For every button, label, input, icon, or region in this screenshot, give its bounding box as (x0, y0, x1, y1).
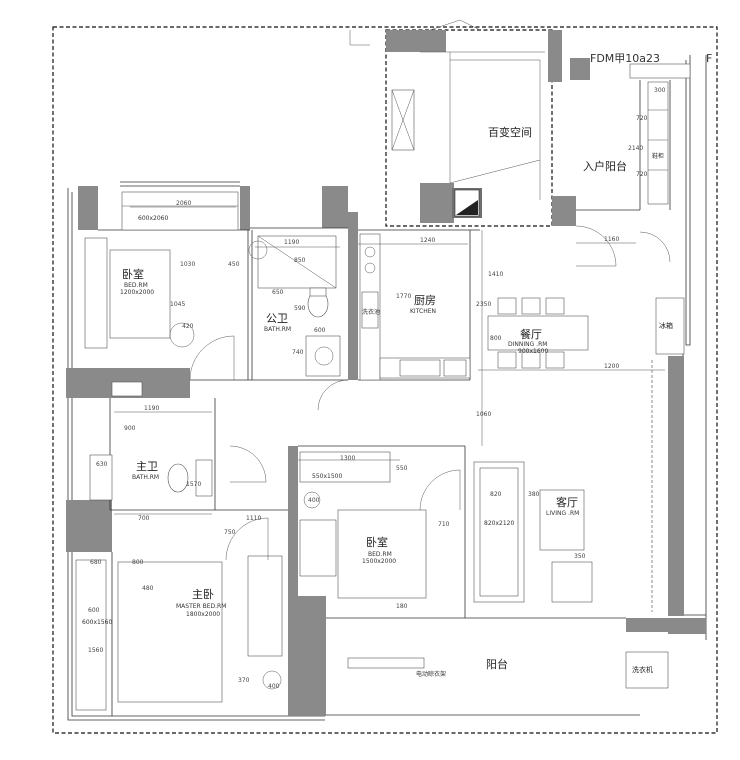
dimension-lines (114, 206, 665, 515)
dim: 800 (132, 559, 144, 566)
label-balcony: 阳台 (486, 657, 508, 671)
living-furniture (473, 360, 653, 612)
label-laundry: 洗衣机 (632, 665, 653, 674)
dim: 820 (490, 491, 502, 498)
label-wash-basin: 洗衣池 (362, 308, 380, 316)
label-fdm: FDM甲10a23 (590, 52, 660, 65)
label-bedroom-nw-size: 1200x2000 (120, 289, 154, 296)
dimension-numbers: 2060 1190 1030 450 1045 850 650 590 740 … (88, 87, 666, 690)
dim: 650 (272, 289, 284, 296)
dim: 550 (396, 465, 408, 472)
dim: 1560 (88, 647, 103, 654)
dim: 850 (294, 257, 306, 264)
dim: 2060 (176, 200, 191, 207)
door-swings (229, 225, 671, 483)
label-dining-cn: 餐厅 (520, 327, 542, 341)
label-flex-space: 百变空间 (488, 125, 532, 139)
dim: 590 (294, 305, 306, 312)
label-master-bath-en: BATH.RM (132, 474, 159, 481)
label-drying-rack: 电动晾衣架 (416, 670, 446, 678)
dim: 740 (292, 349, 304, 356)
flex-space (391, 51, 545, 200)
label-wardrobe-a: 600x1560 (82, 619, 112, 626)
label-master-en: MASTER BED.RM (176, 603, 226, 610)
dim: 1240 (420, 237, 435, 244)
dim: 450 (228, 261, 240, 268)
dim: 300 (654, 87, 666, 94)
dim: 1770 (396, 293, 411, 300)
label-fdm-edge: F (706, 52, 712, 65)
dim: 180 (396, 603, 408, 610)
label-dining-en: DINNING .RM (508, 341, 547, 348)
dim: 600 (88, 607, 100, 614)
label-desk-size: 600x2060 (138, 215, 168, 222)
label-table-size: 550x1500 (312, 473, 342, 480)
label-bedroom-c-en: BED.RM (368, 551, 392, 558)
fridge-box (655, 297, 685, 355)
master-bed-furniture (75, 517, 283, 711)
label-kitchen-en: KITCHEN (410, 308, 436, 315)
dim: 750 (224, 529, 236, 536)
flex-space-boundary (385, 29, 553, 227)
label-public-bath-en: BATH.RM (264, 326, 291, 333)
kitchen-fixtures (359, 233, 471, 381)
dim: 680 (90, 559, 102, 566)
dim: 710 (438, 521, 450, 528)
dim: 420 (182, 323, 194, 330)
dim: 350 (574, 553, 586, 560)
dim: 1200 (604, 363, 619, 370)
dim: 2350 (476, 301, 491, 308)
dim: 900 (124, 425, 136, 432)
dining-table (487, 297, 589, 369)
label-kitchen-cn: 厨房 (414, 294, 436, 307)
room-labels: 百变空间 FDM甲10a23 F 入户阳台 卧室 BED.RM 1200x200… (82, 52, 712, 678)
label-public-bath-cn: 公卫 (266, 312, 288, 325)
label-master-cn: 主卧 (192, 588, 214, 601)
label-bedroom-nw-en: BED.RM (124, 282, 148, 289)
label-bedroom-c-cn: 卧室 (366, 535, 388, 549)
dim: 1190 (284, 239, 299, 246)
dim: 720 (636, 171, 648, 178)
label-bedroom-c-size: 1500x2000 (362, 558, 396, 565)
shoe-cabinet (629, 63, 691, 205)
dim: 380 (528, 491, 540, 498)
dim: 630 (96, 461, 108, 468)
label-master-bath-cn: 主卫 (136, 460, 158, 473)
dim: 1190 (144, 405, 159, 412)
label-entry-balcony: 入户阳台 (583, 159, 627, 173)
label-dining-size: 900x1600 (518, 348, 548, 355)
dim: 1160 (604, 236, 619, 243)
balcony-fixtures (347, 651, 669, 689)
dim: 1030 (180, 261, 195, 268)
interior-partitions (98, 80, 671, 716)
dim: 1300 (340, 455, 355, 462)
dim: 1410 (488, 271, 503, 278)
label-bedroom-nw-cn: 卧室 (122, 267, 144, 281)
label-living-cn: 客厅 (556, 495, 578, 509)
label-shoe-cabinet: 鞋柜 (652, 152, 664, 160)
dim: 600 (314, 327, 326, 334)
dim: 1110 (246, 515, 261, 522)
dim: 700 (138, 515, 150, 522)
dim: 400 (268, 683, 280, 690)
dim: 1045 (170, 301, 185, 308)
label-master-size: 1800x2000 (186, 611, 220, 618)
dim: 1570 (186, 481, 201, 488)
outer-boundary (52, 26, 718, 734)
master-bath-fixtures (89, 381, 213, 501)
dim: 1060 (476, 411, 491, 418)
dim: 2140 (628, 145, 643, 152)
dim: 480 (142, 585, 154, 592)
dim: 800 (490, 335, 502, 342)
dim: 370 (238, 677, 250, 684)
label-sofa-size: 820x2120 (484, 520, 514, 527)
dim: 400 (308, 497, 320, 504)
dim: 720 (636, 115, 648, 122)
label-living-en: LIVING .RM (546, 510, 579, 517)
label-fridge: 冰箱 (659, 321, 673, 330)
bedroom-central-furniture (299, 451, 461, 599)
public-bath-fixtures (248, 235, 341, 377)
bedroom-nw-furniture (84, 191, 239, 381)
